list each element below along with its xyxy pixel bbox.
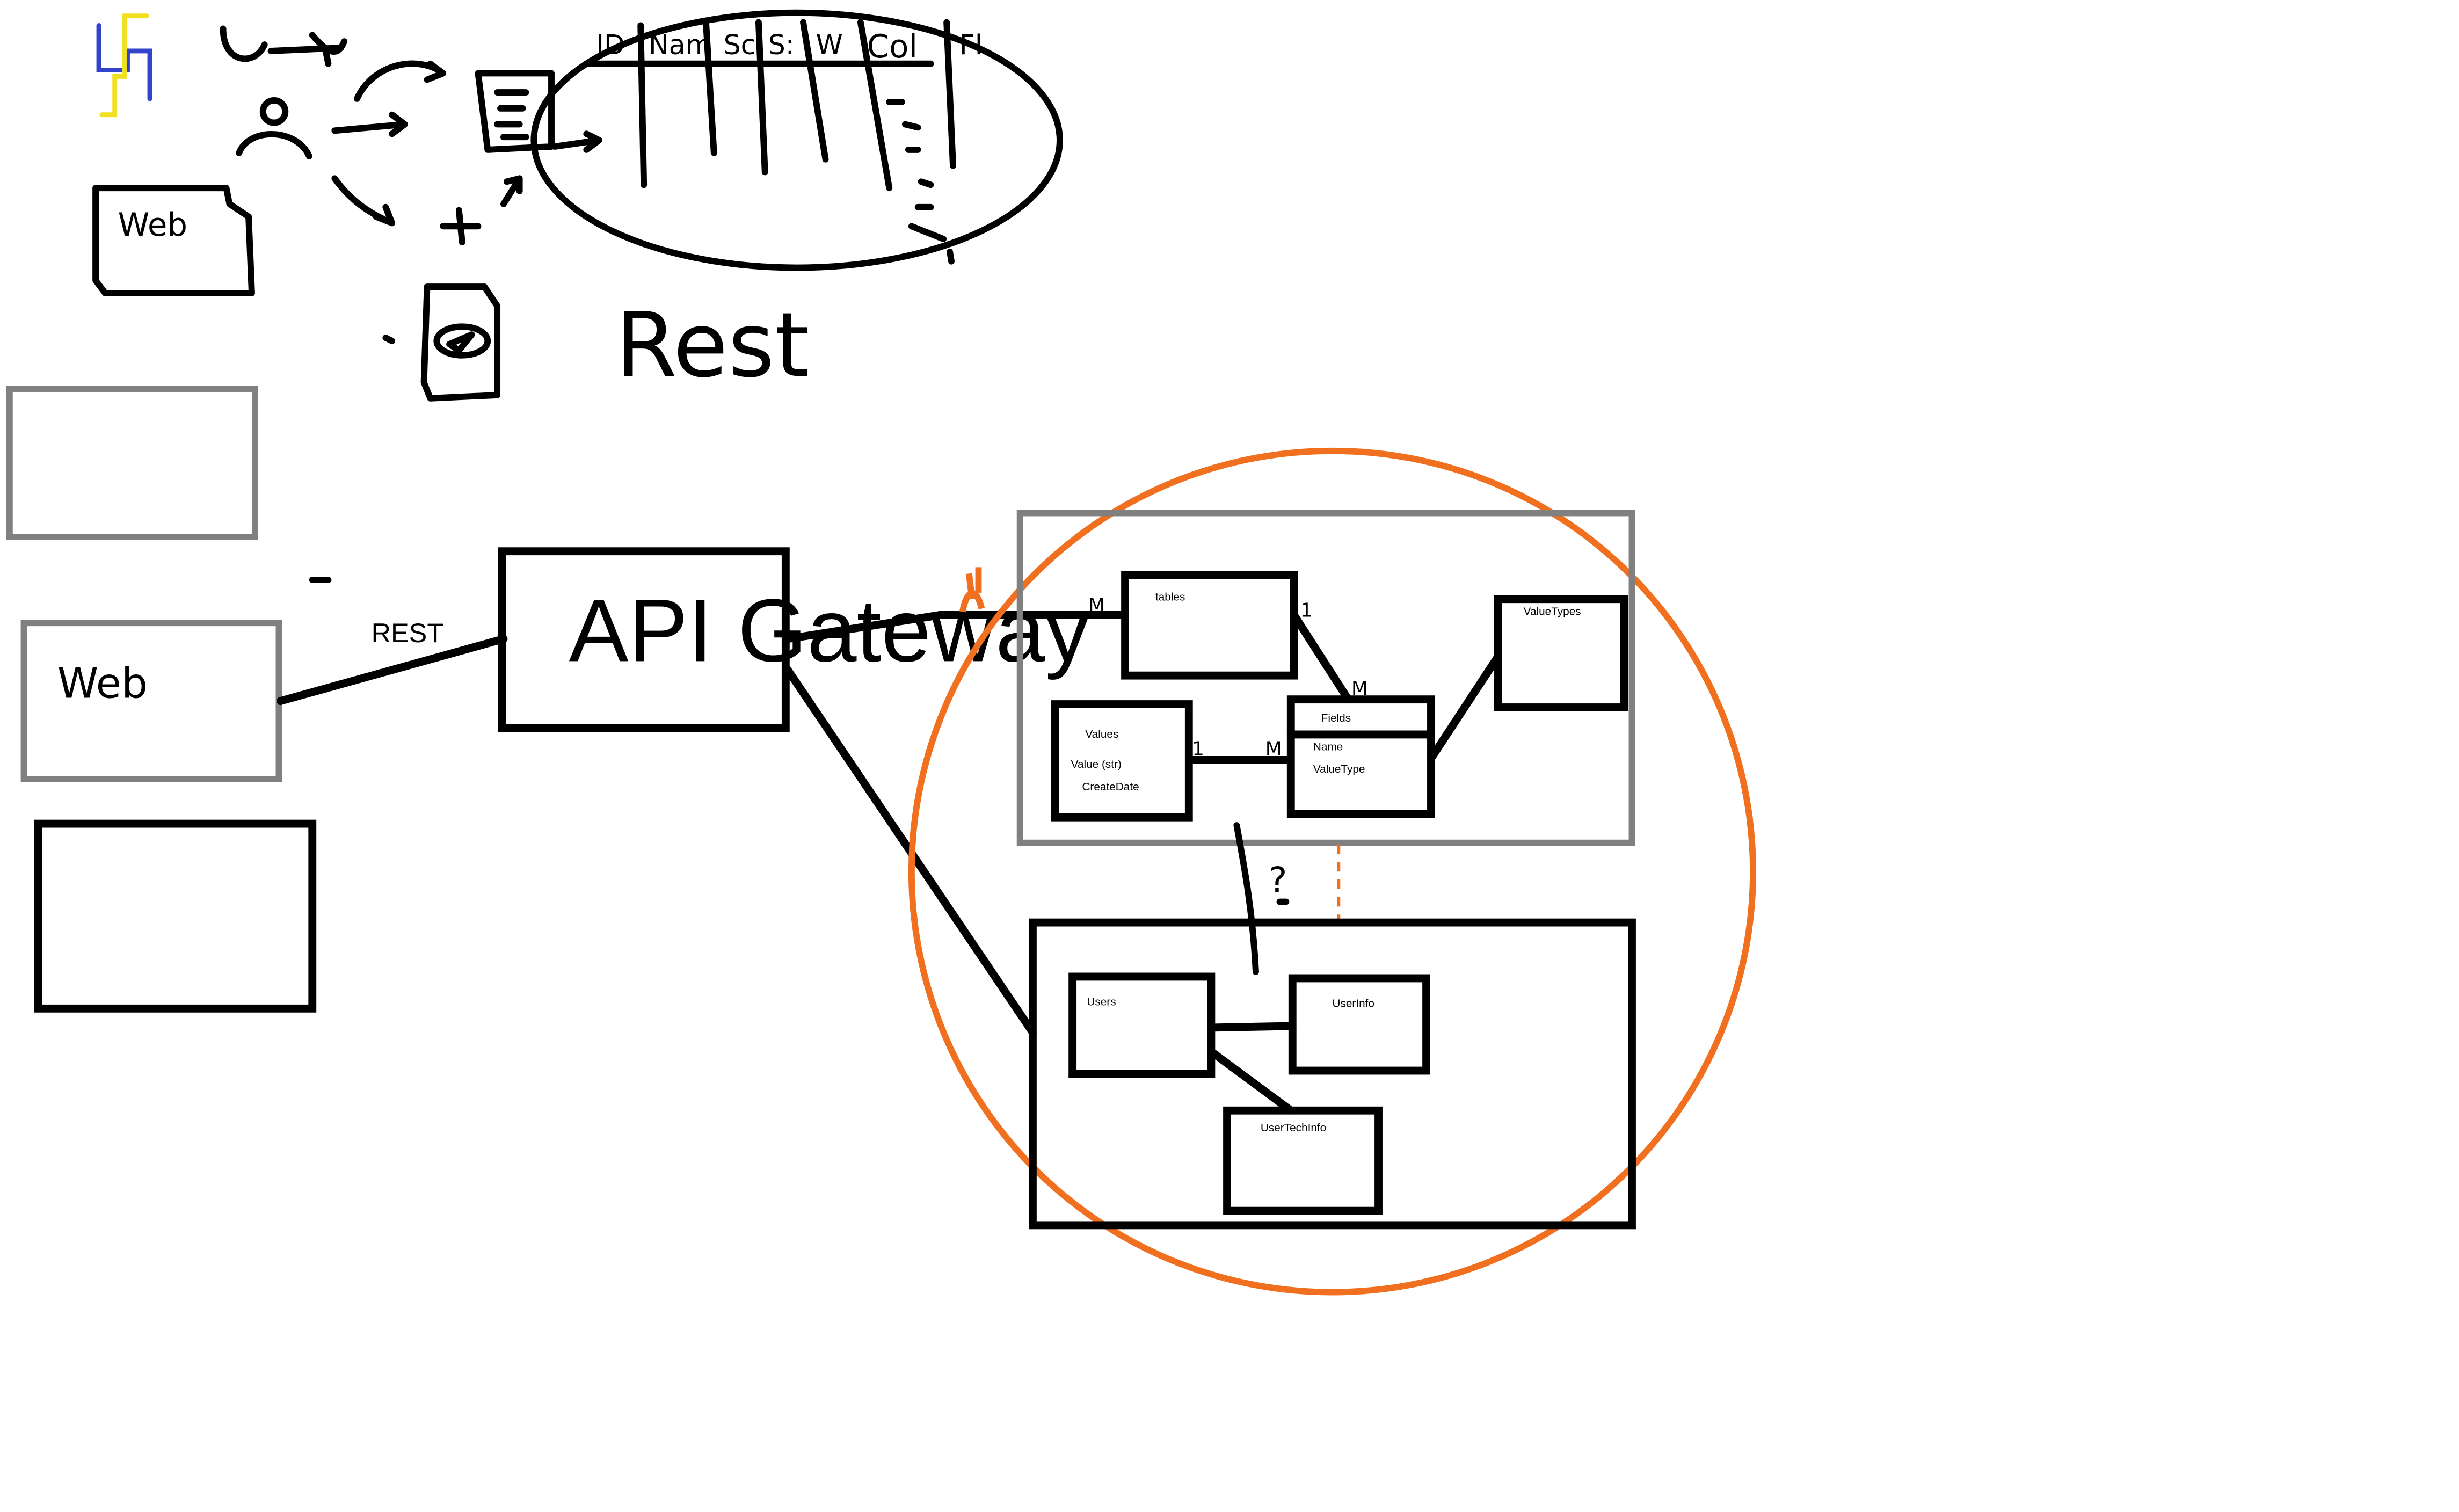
entity-title: Users	[1087, 995, 1116, 1008]
values-entity[interactable]: Values Value (str) CreateDate	[1051, 700, 1193, 822]
entity-field: CreateDate	[1082, 781, 1139, 793]
logo-scribble-yellow	[99, 13, 149, 118]
table-sketch-header: Nam	[649, 29, 712, 61]
arrow-icon	[353, 60, 447, 102]
arrow-icon	[500, 175, 523, 207]
fields-entity[interactable]: Fields Name ValueType	[1286, 695, 1435, 818]
users-usertechinfo-relation	[1207, 1048, 1295, 1115]
table-sketch-ellipse	[530, 9, 1063, 271]
orange-scribble	[959, 567, 985, 613]
entity-field: Value (str)	[1071, 758, 1122, 770]
web-client-box[interactable]: Web	[20, 620, 282, 782]
entity-title: Fields	[1321, 712, 1351, 724]
fields-valuetypes-relation	[1427, 652, 1502, 762]
table-sketch-columns	[637, 19, 956, 192]
arrow-icon	[331, 111, 408, 137]
users-entity[interactable]: Users	[1068, 972, 1216, 1078]
cardinality-label: M	[1265, 738, 1282, 760]
user-info-entity[interactable]: UserInfo	[1288, 974, 1430, 1075]
orange-highlight-circle	[908, 447, 1757, 1296]
sketch-area: ID Nam Sc S: W Col Fl Web Rest	[92, 9, 1063, 402]
table-sketch-header: Col	[867, 28, 918, 65]
question-mark: ?	[1269, 860, 1287, 901]
web-sketch-box	[92, 185, 255, 296]
gateway-to-tables-connector	[783, 610, 944, 643]
tables-entity[interactable]: tables	[1121, 571, 1298, 680]
dot-mark	[382, 335, 396, 344]
data-model-container[interactable]	[1016, 510, 1635, 846]
entity-title: Values	[1085, 728, 1118, 740]
api-gateway-box[interactable]: API Gateway	[498, 547, 1090, 732]
web-sketch-label: Web	[118, 206, 187, 243]
entity-title: tables	[1155, 591, 1185, 604]
logo-scribble-blue	[96, 23, 152, 101]
tables-fields-relation	[1290, 610, 1352, 704]
cardinality-label: 1	[1192, 738, 1204, 760]
web-client-label: Web	[57, 660, 148, 708]
entity-field: Name	[1313, 741, 1343, 753]
scribble-word	[220, 25, 348, 67]
user-model-container[interactable]	[1029, 918, 1636, 1230]
user-tech-info-entity[interactable]: UserTechInfo	[1223, 1106, 1383, 1215]
entity-field: ValueType	[1313, 763, 1365, 775]
table-sketch-header: S:	[768, 29, 795, 61]
users-userinfo-relation	[1207, 1022, 1297, 1032]
table-sketch-header: ID	[596, 29, 625, 61]
arrow-icon	[551, 130, 602, 153]
rest-connection-label: REST	[372, 617, 444, 648]
entity-title: UserTechInfo	[1261, 1122, 1326, 1134]
mobile-phone-icon	[420, 284, 501, 402]
arrow-icon	[331, 175, 396, 227]
table-sketch-header: Sc	[724, 29, 756, 61]
table-sketch-header: W	[816, 29, 843, 61]
cross-mark	[440, 207, 482, 245]
entity-title: ValueTypes	[1524, 605, 1581, 617]
containers-link-freehand	[1233, 822, 1259, 976]
web-to-gateway-connector	[276, 635, 508, 706]
empty-box-bottom[interactable]	[34, 819, 317, 1013]
rest-sketch-label: Rest	[615, 294, 810, 397]
cardinality-label: 1	[1300, 599, 1313, 621]
value-types-entity[interactable]: ValueTypes	[1494, 595, 1628, 711]
cardinality-label: M	[1351, 678, 1368, 700]
table-sketch-header: Fl	[959, 29, 983, 61]
user-icon	[236, 97, 312, 159]
cardinality-label: M	[1088, 594, 1105, 616]
empty-box-top[interactable]	[6, 386, 258, 540]
entity-title: UserInfo	[1332, 997, 1374, 1009]
table-sketch-rows	[886, 98, 955, 265]
